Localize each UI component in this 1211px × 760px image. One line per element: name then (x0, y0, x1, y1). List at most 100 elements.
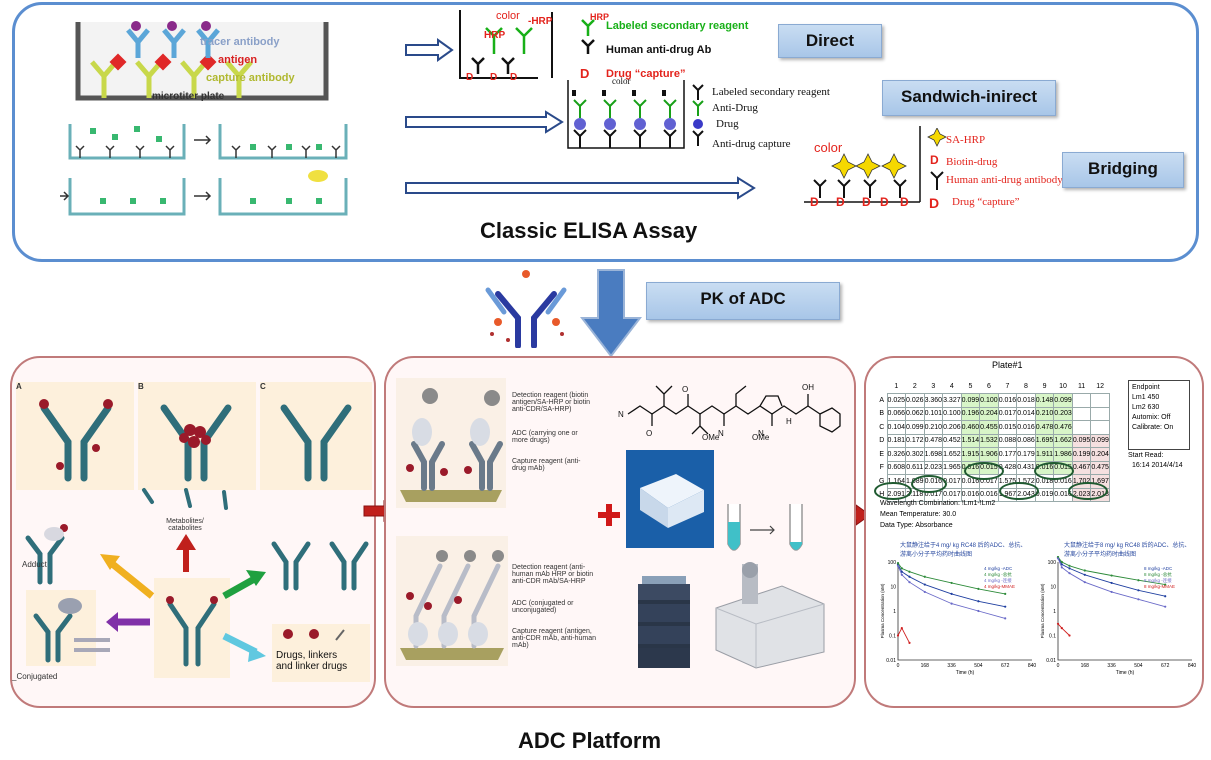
data-point (1137, 589, 1140, 592)
plate-cell: 0.475 (1090, 460, 1110, 475)
data-point (896, 564, 900, 567)
plate-cell: 1.911 (1034, 447, 1055, 462)
highlight-ring-e9 (1034, 462, 1074, 480)
chart-right-title: 大鼠静注给于8 mg/ kg RC48 后的ADC、总抗、游离小分子平均药时曲线… (1064, 543, 1191, 558)
legend-entry: 8 mg/kg-MMAE (1144, 584, 1175, 589)
plate-cell: 1.906 (979, 447, 999, 462)
y-tick-label: 0.01 (886, 658, 896, 664)
bridging-legend-icons: D D (927, 128, 947, 210)
data-point (1068, 564, 1071, 567)
data-point (977, 600, 980, 603)
svg-text:D: D (836, 195, 845, 206)
pk-of-adc-tag: PK of ADC (646, 282, 840, 320)
bridging-legend-sahrp: SA-HRP (946, 134, 986, 146)
plate-cell: 1.965 (942, 460, 962, 475)
plate-cell: 0.455 (979, 420, 999, 435)
data-point (1056, 557, 1060, 560)
plate-cell: 0.302 (905, 447, 925, 462)
svg-text:D: D (930, 153, 939, 167)
plate-cell: 1.695 (1034, 433, 1055, 448)
chart-axes (897, 562, 1032, 661)
x-tick-label: 504 (1134, 663, 1143, 669)
svg-text:D: D (490, 72, 497, 82)
plate-row-label: D (879, 437, 885, 445)
x-tick-label: 672 (1161, 663, 1170, 669)
bridging-legend-drug: Drug “capture” (952, 196, 1020, 208)
plate-column-header: 2 (912, 383, 917, 390)
plate-cell (1090, 393, 1110, 408)
x-tick-label: 168 (921, 663, 930, 669)
plate-cell: 1.652 (942, 447, 962, 462)
plate-cell: 0.088 (997, 433, 1018, 448)
plate-cell: 1.662 (1053, 433, 1073, 448)
plate-cell (1090, 406, 1110, 421)
plate-cell: 0.611 (905, 460, 925, 475)
x-axis-label: Time (h) (1116, 670, 1135, 676)
mid-top-label-adc: ADC (carrying one or more drugs) (512, 430, 578, 444)
endpoint-line-3: Automix: Off (1132, 414, 1171, 421)
plate-cell: 0.099 (1053, 393, 1073, 408)
data-point (1083, 573, 1086, 576)
plate-column-header: 4 (949, 383, 954, 390)
legend-entry: 8 mg/kg -连接 (1144, 577, 1172, 584)
highlight-ring-h11 (1068, 482, 1108, 500)
data-point (1068, 572, 1071, 575)
plate-row-label: B (879, 410, 885, 418)
plate-cell: 1.698 (923, 447, 944, 462)
microplate-illustration (75, 21, 329, 101)
chem-ome-2: OMe (752, 433, 770, 442)
svg-text:D: D (929, 195, 939, 210)
plate-cell: 0.015 (997, 420, 1018, 435)
data-point (977, 609, 980, 613)
bridging-tag: Bridging (1062, 152, 1184, 188)
test-tubes-icon (727, 504, 803, 551)
legend-entry: 8 mg/kg -总抗 (1144, 571, 1172, 578)
plate-row-label: A (879, 396, 885, 404)
plate-cell: 0.062 (905, 406, 925, 421)
plate-cell: 0.016 (979, 487, 999, 502)
data-point (1068, 634, 1071, 637)
y-tick-label: 0.1 (889, 634, 896, 640)
metabolites-label: Metabolites/ catabolites (166, 518, 204, 532)
plate-cell: 0.017 (942, 487, 962, 502)
sandwich-legend-capture: Anti-drug capture (712, 138, 791, 150)
plate-cell: 0.210 (923, 420, 944, 435)
plate-cell: 0.206 (942, 420, 962, 435)
adc-antibody-illustration (485, 270, 567, 348)
endpoint-line-4: Calibrate: On (1132, 424, 1174, 431)
plate-column-header: 1 (894, 383, 899, 390)
chart-axes (1057, 562, 1192, 661)
arrow-to-bridging (405, 176, 756, 200)
y-tick-label: 0.01 (1046, 658, 1056, 664)
plate-cell: 0.177 (997, 447, 1018, 462)
data-point (900, 627, 903, 630)
plate-column-header: 9 (1042, 383, 1047, 390)
red-plus-icon (598, 504, 620, 526)
plate-cell: 0.452 (942, 433, 962, 448)
endpoint-line-5: Start Read: (1128, 452, 1164, 459)
plate-cell: 0.203 (1053, 406, 1073, 421)
data-point (1164, 583, 1167, 586)
data-point (977, 587, 980, 590)
plate-column-header: 5 (968, 383, 973, 390)
mass-spectrometer (715, 562, 825, 669)
data-point (1056, 622, 1060, 625)
endpoint-line-2: Lm2 630 (1132, 404, 1160, 411)
bridging-legend-biotin: Biotin-drug (946, 156, 998, 168)
plate-cell: 0.204 (979, 406, 999, 421)
x-tick-label: 0 (1057, 663, 1060, 669)
sandwich-legend-antidrug: Anti-Drug (712, 102, 758, 114)
chart-left-title: 大鼠静注给于4 mg/ kg RC48 后的ADC、总抗、游离小分子平均药时曲线… (900, 543, 1027, 558)
plate-cell: 0.179 (1016, 447, 1036, 462)
plate-row-label: C (879, 423, 885, 431)
data-point (1060, 627, 1063, 630)
data-point (1110, 581, 1113, 585)
x-tick-label: 336 (1107, 663, 1116, 669)
